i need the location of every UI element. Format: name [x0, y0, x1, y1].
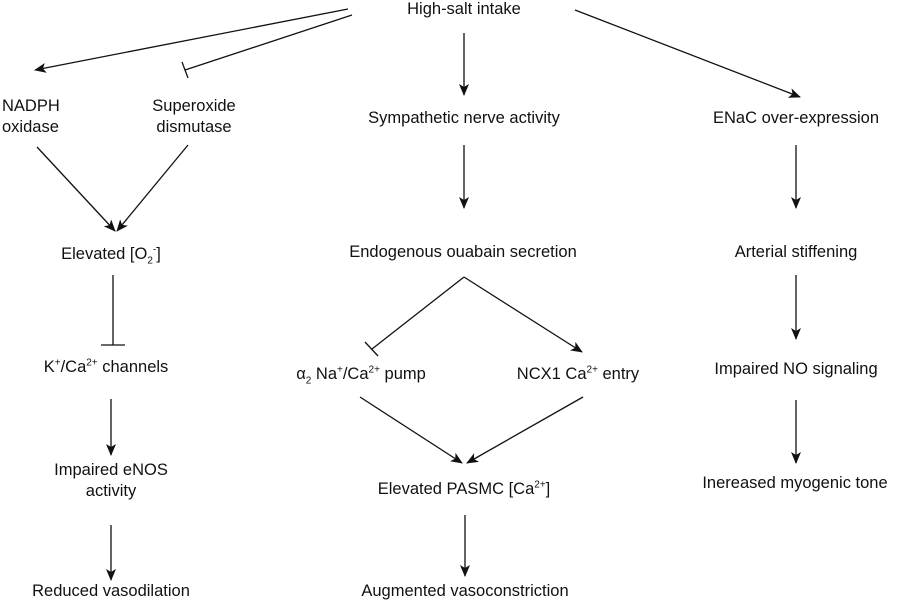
node-sympathetic-nerve-activity: Sympathetic nerve activity [368, 108, 560, 129]
node-pump-2plus: 2+ [368, 364, 380, 376]
node-kca-plus: + [54, 357, 61, 369]
node-kca-ca: /Ca [60, 358, 87, 376]
node-ncx-entry: entry [597, 365, 640, 383]
node-elevated-o2: Elevated [O2-] [61, 244, 161, 267]
node-ncx-text: NCX1 Ca [516, 365, 587, 383]
arrow-ncx-to-pasmc [466, 396, 584, 464]
node-increased-myogenic-tone: Inereased myogenic tone [702, 473, 887, 494]
node-nadph-line-1: NADPH [2, 97, 60, 115]
node-arterial-stiffening: Arterial stiffening [735, 242, 858, 263]
node-kca-channels: channels [97, 358, 169, 376]
node-enac-over-expression: ENaC over-expression [713, 108, 879, 129]
node-o2-superscript: - [152, 244, 157, 256]
inhibit-ouabain-to-pump [371, 276, 465, 350]
arrow-nadph-to-o2 [36, 146, 116, 232]
node-augmented-vasoconstriction: Augmented vasoconstriction [361, 581, 568, 602]
node-pump-na: Na [311, 365, 337, 383]
node-ncx1-ca-entry: NCX1 Ca2+ entry [517, 364, 639, 385]
node-pasmc-2plus: 2+ [534, 479, 546, 491]
node-arterial-label: Arterial stiffening [734, 243, 858, 261]
node-o2-bracket: ] [156, 245, 161, 263]
node-impaired-enos-activity: Impaired eNOS activity [54, 460, 168, 502]
arrow-salt-to-nadph [34, 8, 349, 73]
node-myogenic-label: Inereased myogenic tone [702, 474, 888, 492]
node-enos-line-2: activity [85, 482, 137, 500]
inhibit-salt-to-sod [184, 14, 353, 71]
node-o2-subscript: 2 [147, 255, 153, 267]
node-pasmc-bracket: ] [545, 480, 551, 498]
node-nadph-line-2: oxidase [2, 118, 59, 136]
node-sod-line-1: Superoxide [152, 97, 236, 115]
node-vasodilation-label: Reduced vasodilation [32, 582, 190, 600]
arrow-sod-to-o2 [116, 144, 189, 232]
inhibit-bar-pump [364, 341, 379, 357]
node-kca-k: K [43, 358, 55, 376]
node-sod-line-2: dismutase [156, 118, 232, 136]
node-pump-alpha: α [296, 365, 306, 383]
node-reduced-vasodilation: Reduced vasodilation [32, 581, 190, 602]
node-ouabain-label: Endogenous ouabain secretion [349, 243, 577, 261]
node-impaired-no-signaling: Impaired NO signaling [714, 359, 877, 380]
node-endogenous-ouabain-secretion: Endogenous ouabain secretion [349, 242, 577, 263]
node-o2-text: Elevated [O [61, 245, 148, 263]
node-no-label: Impaired NO signaling [714, 360, 878, 378]
inhibit-bar-sod [181, 61, 189, 79]
node-pump-subscript: 2 [305, 375, 312, 387]
node-pump-plus: + [337, 364, 343, 376]
arrow-ouabain-to-ncx [463, 276, 583, 353]
node-sympathetic-label: Sympathetic nerve activity [368, 109, 560, 127]
node-k-ca-channels: K+/Ca2+ channels [44, 357, 169, 378]
arrow-salt-to-enac [574, 9, 801, 98]
node-elevated-pasmc-ca: Elevated PASMC [Ca2+] [378, 479, 551, 500]
node-superoxide-dismutase: Superoxide dismutase [152, 96, 235, 138]
node-alpha2-na-ca-pump: α2 Na+/Ca2+ pump [296, 364, 426, 387]
node-kca-2plus: 2+ [86, 357, 98, 369]
arrow-pump-to-pasmc [359, 396, 463, 464]
node-pump-ca: /Ca [342, 365, 369, 383]
node-pump-label: pump [379, 365, 426, 383]
node-high-salt-intake: High-salt intake [407, 0, 521, 20]
node-high-salt-intake-label: High-salt intake [407, 0, 521, 18]
node-pasmc-text: Elevated PASMC [Ca [377, 480, 535, 498]
node-nadph-oxidase: NADPH oxidase [2, 96, 60, 138]
node-enos-line-1: Impaired eNOS [54, 461, 168, 479]
node-enac-label: ENaC over-expression [713, 109, 879, 127]
node-vasoconstriction-label: Augmented vasoconstriction [361, 582, 569, 600]
node-ncx-2plus: 2+ [586, 364, 598, 376]
